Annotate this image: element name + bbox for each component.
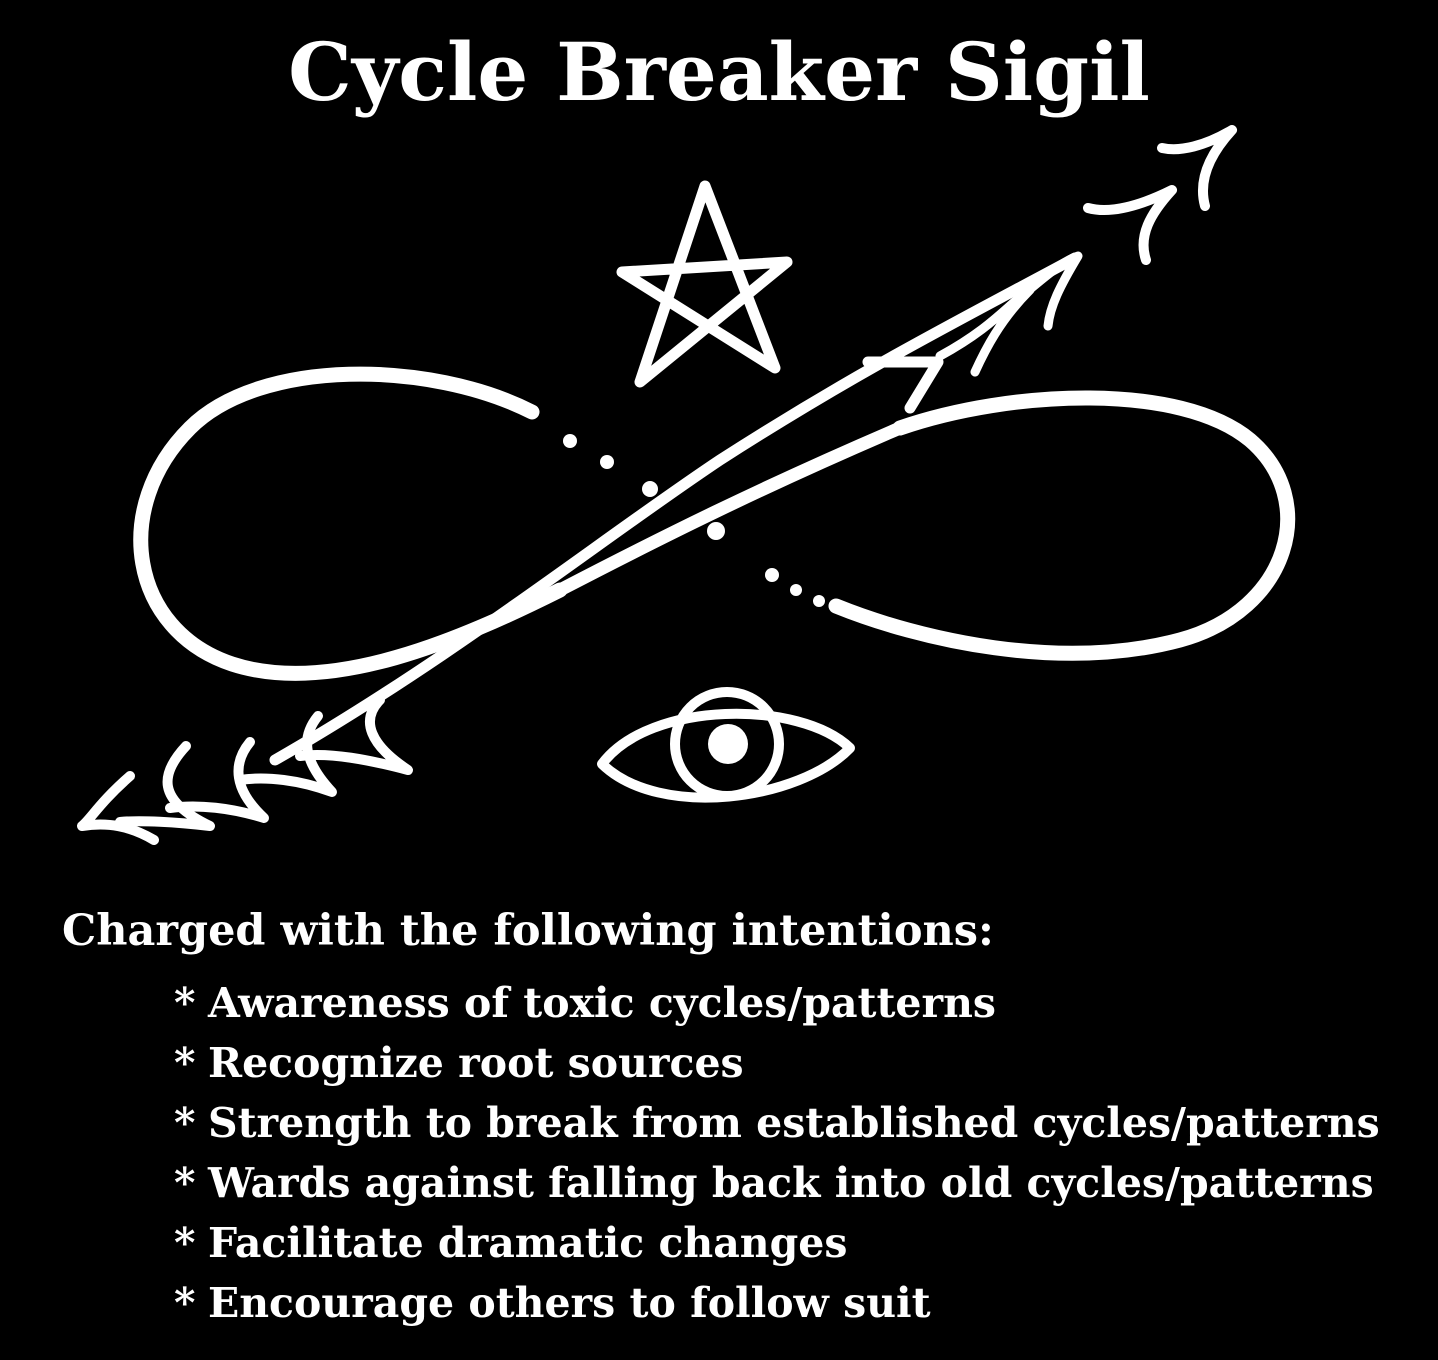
bullet-marker: * bbox=[174, 1279, 196, 1327]
list-item: *Facilitate dramatic changes bbox=[174, 1213, 1380, 1273]
intentions-heading: Charged with the following intentions: bbox=[62, 906, 994, 956]
pentagram-icon bbox=[616, 180, 793, 388]
list-item: *Strength to break from established cycl… bbox=[174, 1093, 1380, 1153]
bullet-marker: * bbox=[174, 979, 196, 1027]
intention-text: Encourage others to follow suit bbox=[208, 1279, 931, 1327]
intention-text: Facilitate dramatic changes bbox=[208, 1219, 848, 1267]
bullet-marker: * bbox=[174, 1159, 196, 1207]
sigil-graphic bbox=[77, 125, 1295, 845]
list-item: *Wards against falling back into old cyc… bbox=[174, 1153, 1380, 1213]
eye-icon bbox=[597, 687, 855, 803]
list-item: *Encourage others to follow suit bbox=[174, 1273, 1380, 1333]
fletched-arrow-icon bbox=[77, 125, 1237, 845]
intention-text: Strength to break from established cycle… bbox=[208, 1099, 1380, 1147]
intention-text: Wards against falling back into old cycl… bbox=[208, 1159, 1374, 1207]
intention-text: Recognize root sources bbox=[208, 1039, 744, 1087]
list-item: *Awareness of toxic cycles/patterns bbox=[174, 973, 1380, 1033]
intention-text: Awareness of toxic cycles/patterns bbox=[208, 979, 996, 1027]
intentions-list: *Awareness of toxic cycles/patterns *Rec… bbox=[174, 973, 1380, 1333]
infinity-icon bbox=[133, 366, 1295, 681]
page-title: Cycle Breaker Sigil bbox=[288, 25, 1150, 119]
bullet-marker: * bbox=[174, 1099, 196, 1147]
dot-trail bbox=[563, 434, 825, 607]
bullet-marker: * bbox=[174, 1219, 196, 1267]
list-item: *Recognize root sources bbox=[174, 1033, 1380, 1093]
bullet-marker: * bbox=[174, 1039, 196, 1087]
